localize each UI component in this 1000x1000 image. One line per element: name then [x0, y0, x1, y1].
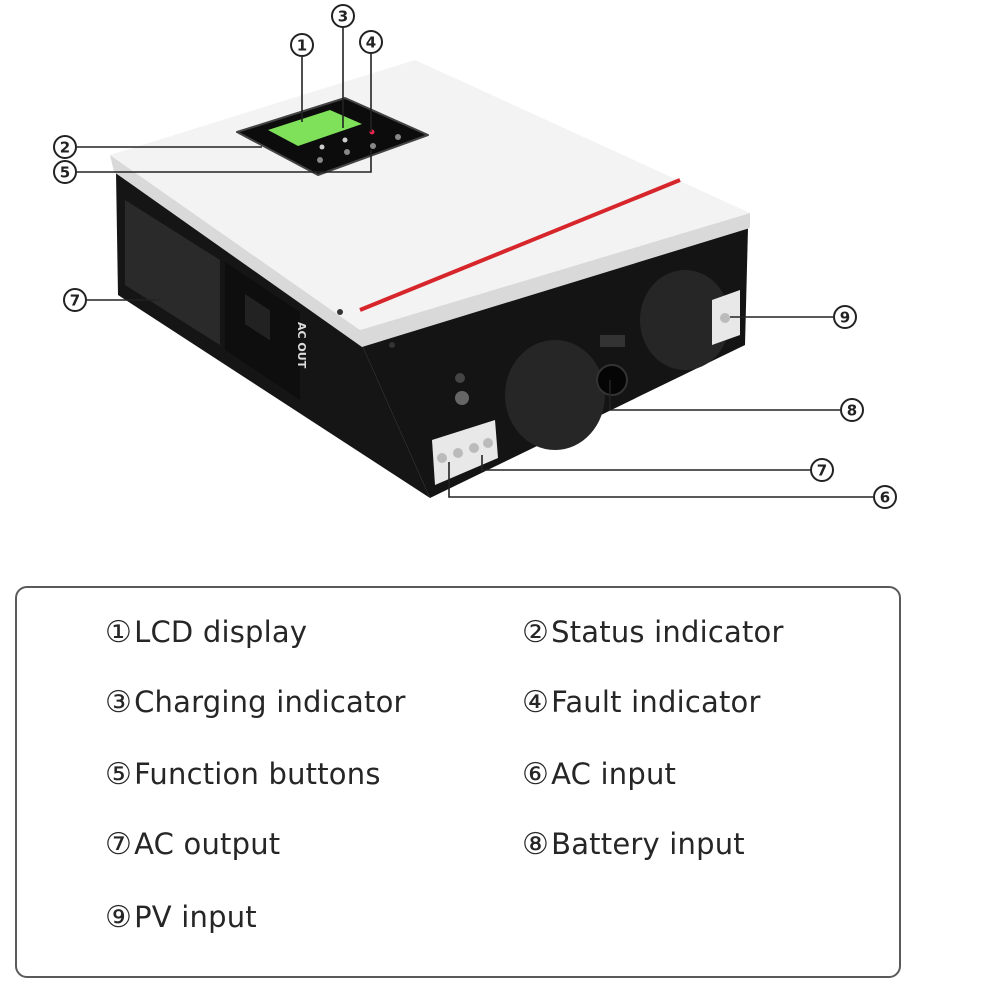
legend-item: ⑤Function buttons — [105, 757, 381, 792]
control-panel — [236, 97, 429, 176]
legend-number: ① — [105, 615, 133, 650]
status-indicator — [319, 144, 325, 150]
legend-label: Status indicator — [551, 615, 784, 649]
red-stripe — [359, 178, 681, 312]
ac-out-socket — [245, 294, 270, 341]
legend-item: ⑨PV input — [105, 900, 257, 935]
callout-7: 7 — [810, 458, 834, 482]
callout-number: 3 — [338, 8, 348, 26]
legend-label: PV input — [134, 900, 257, 934]
callout-circle — [63, 288, 87, 312]
callout-circle — [53, 160, 77, 184]
leader-lines — [77, 28, 873, 498]
callout-6: 6 — [873, 485, 897, 509]
legend-label: Fault indicator — [551, 685, 761, 719]
legend-item: ⑥AC input — [522, 757, 676, 792]
callout-8: 8 — [840, 398, 864, 422]
callout-number: 9 — [840, 309, 850, 327]
callout-number: 5 — [60, 164, 70, 182]
legend-label: Charging indicator — [134, 685, 406, 719]
charging-indicator — [342, 137, 348, 143]
legend-label: LCD display — [134, 615, 308, 649]
legend-number: ⑦ — [105, 827, 133, 862]
callout-7: 7 — [63, 288, 87, 312]
legend-item: ③Charging indicator — [105, 685, 406, 720]
callout-circle — [833, 305, 857, 329]
legend-item: ⑦AC output — [105, 827, 280, 862]
battery-input-port — [596, 364, 628, 396]
callout-circle — [53, 135, 77, 159]
callout-circle — [359, 30, 383, 54]
legend-number: ⑥ — [522, 757, 550, 792]
legend-label: Battery input — [551, 827, 745, 861]
legend-label: AC output — [134, 827, 281, 861]
battery-label-plate — [600, 335, 625, 347]
callout-circle — [290, 33, 314, 57]
callout-circle — [840, 398, 864, 422]
function-button — [344, 149, 350, 155]
fan-vent-right — [640, 270, 730, 370]
pv-terminal-block — [712, 290, 740, 345]
callout-5: 5 — [53, 160, 77, 184]
legend-number: ⑤ — [105, 757, 133, 792]
lcd-display — [268, 110, 362, 146]
callout-4: 4 — [359, 30, 383, 54]
callout-number: 8 — [847, 402, 857, 420]
callout-number: 1 — [297, 37, 307, 55]
legend-item: ②Status indicator — [522, 615, 784, 650]
legend-number: ⑧ — [522, 827, 550, 862]
legend-number: ③ — [105, 685, 133, 720]
inverter-top-edge — [110, 155, 750, 347]
callout-3: 3 — [331, 4, 355, 28]
screw — [389, 342, 395, 348]
function-button — [395, 134, 401, 140]
legend-label: Function buttons — [134, 757, 381, 791]
legend-item: ①LCD display — [105, 615, 307, 650]
callouts: 1 34 2 5 7 9 8 7 6 — [53, 4, 897, 509]
legend-number: ④ — [522, 685, 550, 720]
inverter-diagram: AC OUT 1 34 2 — [53, 4, 897, 509]
callout-circle — [873, 485, 897, 509]
callout-2: 2 — [53, 135, 77, 159]
legend-item: ④Fault indicator — [522, 685, 761, 720]
callout-number: 4 — [366, 34, 376, 52]
callout-number: 6 — [880, 489, 890, 507]
left-vent — [125, 200, 220, 345]
ground-terminal — [455, 391, 469, 405]
callout-number: 2 — [60, 139, 70, 157]
callout-number: 7 — [70, 292, 80, 310]
function-button — [370, 143, 376, 149]
callout-circle — [810, 458, 834, 482]
ac-out-label: AC OUT — [295, 322, 308, 369]
ground-screw — [455, 373, 465, 383]
legend-number: ⑨ — [105, 900, 133, 935]
legend-box — [15, 586, 901, 978]
legend-label: AC input — [551, 757, 677, 791]
callout-1: 1 — [290, 33, 314, 57]
legend-number: ② — [522, 615, 550, 650]
callout-circle — [331, 4, 355, 28]
fan-vent-left — [505, 340, 605, 450]
screw — [337, 309, 343, 315]
function-button — [317, 157, 323, 163]
callout-number: 7 — [817, 462, 827, 480]
callout-9: 9 — [833, 305, 857, 329]
legend-item: ⑧Battery input — [522, 827, 745, 862]
